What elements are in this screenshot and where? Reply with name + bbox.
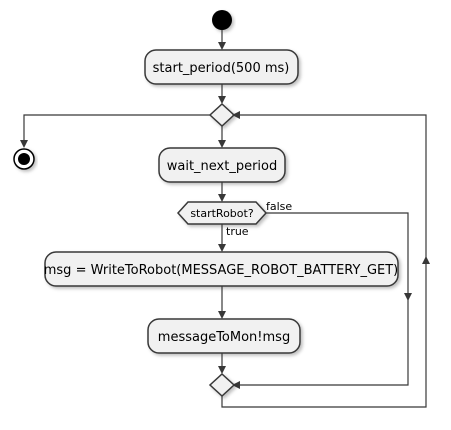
write-to-robot-label: msg = WriteToRobot(MESSAGE_ROBOT_BATTERY… <box>44 263 399 278</box>
wait-next-period-label: wait_next_period <box>167 159 278 174</box>
arrow-head <box>404 293 412 301</box>
arrow-head <box>218 42 226 50</box>
arrow-head <box>218 140 226 148</box>
false-branch-label: false <box>266 200 292 213</box>
arrow-head <box>422 256 430 264</box>
edge-loop-exit <box>23 114 210 146</box>
start-node <box>212 10 232 30</box>
arrow-head <box>218 366 226 374</box>
decision-merge-diamond <box>208 372 236 398</box>
message-to-mon-label: messageToMon!msg <box>158 330 290 345</box>
true-branch-label: true <box>226 225 249 238</box>
arrow-head <box>20 140 28 148</box>
arrow-head <box>218 194 226 202</box>
arrow-head <box>232 381 240 389</box>
edge-loop-back <box>221 114 427 408</box>
message-to-mon-box <box>147 318 301 354</box>
end-node-inner <box>18 153 30 165</box>
arrow-head <box>218 311 226 319</box>
arrow-head <box>218 244 226 252</box>
arrow-head <box>232 111 240 119</box>
arrow-head <box>218 96 226 104</box>
edge-false-branch <box>234 212 409 386</box>
loop-merge-diamond <box>208 102 236 128</box>
start-period-label: start_period(500 ms) <box>153 61 290 76</box>
decision-label: startRobot? <box>190 207 254 220</box>
